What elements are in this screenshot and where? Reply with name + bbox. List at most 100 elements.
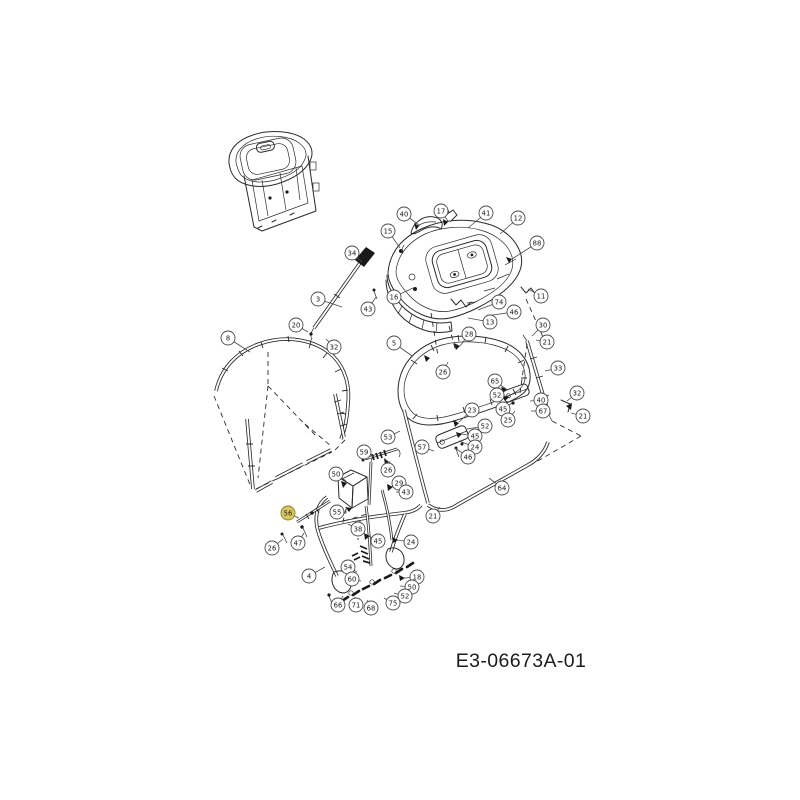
handle-rod-part	[307, 247, 378, 344]
callout-number: 71	[352, 601, 361, 609]
callout-13: 13	[467, 314, 498, 330]
callout-52: 52	[489, 387, 508, 403]
callout-number: 43	[402, 488, 411, 496]
callout-circle	[330, 597, 346, 613]
callout-number: 45	[374, 537, 383, 545]
callout-number: 5	[392, 339, 396, 347]
callout-circle	[535, 317, 551, 333]
callout-88: 88	[511, 235, 545, 260]
callout-number: 26	[268, 544, 277, 552]
callout-65: 65	[487, 373, 507, 390]
callout-number: 52	[493, 391, 502, 399]
callout-number: 21	[543, 338, 552, 346]
callout-number: 34	[348, 249, 357, 257]
callout-20: 20	[288, 317, 309, 333]
callout-number: 75	[389, 599, 398, 607]
callout-number: 66	[334, 601, 343, 609]
callout-circle	[329, 504, 345, 520]
callout-number: 53	[384, 433, 393, 441]
callout-circle	[288, 317, 304, 333]
callout-64: 64	[488, 477, 510, 496]
callout-55: 55	[329, 504, 347, 520]
callout-53: 53	[380, 429, 401, 445]
callout-number: 26	[439, 368, 448, 376]
callout-30: 30	[531, 317, 551, 337]
top-cover-part	[228, 131, 320, 232]
callout-45: 45	[460, 428, 483, 444]
callout-circle	[461, 326, 477, 342]
callout-68: 68	[363, 599, 379, 616]
callout-43: 43	[360, 296, 377, 317]
callout-circle	[433, 203, 449, 219]
callout-15: 15	[380, 223, 401, 249]
callout-59: 59	[356, 444, 375, 460]
callout-circle	[380, 223, 396, 239]
callout-circle	[460, 449, 476, 465]
callout-circle	[533, 288, 549, 304]
support-tube-part	[519, 334, 582, 463]
callout-number: 24	[471, 443, 480, 451]
lower-linkage-assembly	[280, 447, 423, 607]
callout-circle	[344, 245, 360, 261]
callout-number: 16	[390, 293, 399, 301]
callout-circle	[310, 291, 326, 307]
callout-74: 74	[477, 294, 507, 311]
callout-8: 8	[220, 330, 251, 353]
callout-circle	[500, 412, 516, 428]
callout-54: 54	[340, 559, 358, 575]
callout-26: 26	[264, 538, 284, 556]
callout-number: 50	[408, 583, 417, 591]
callout-circle	[326, 339, 342, 355]
callout-number: 64	[498, 484, 507, 492]
callout-number: 65	[491, 377, 500, 385]
callout-circle	[529, 235, 545, 251]
callout-number: 13	[486, 318, 495, 326]
callout-number: 55	[333, 508, 342, 516]
callout-circle	[280, 505, 296, 521]
callout-number: 68	[367, 604, 376, 612]
callout-circle	[398, 484, 414, 500]
callout-number: 12	[514, 214, 523, 222]
callout-circle	[220, 330, 236, 346]
callout-circle	[301, 568, 317, 584]
left-bag-frame-part	[213, 335, 351, 493]
callout-number: 74	[495, 298, 504, 306]
callout-number: 24	[407, 538, 416, 546]
callout-25: 25	[500, 410, 516, 428]
callout-52: 52	[466, 418, 493, 434]
callout-circle	[380, 429, 396, 445]
callout-56-highlighted: 56	[280, 505, 300, 521]
callout-circle	[363, 600, 379, 616]
callout-number: 21	[429, 512, 438, 520]
callout-circle	[403, 534, 419, 550]
callout-21: 21	[425, 506, 441, 524]
callout-number: 46	[464, 453, 473, 461]
callout-circle	[380, 462, 396, 478]
callout-circle	[575, 408, 591, 424]
callout-number: 88	[533, 239, 542, 247]
callout-number: 32	[573, 389, 582, 397]
callout-number: 17	[437, 207, 446, 215]
callout-41: 41	[467, 205, 494, 229]
callout-26: 26	[435, 361, 451, 380]
callout-circle	[414, 439, 430, 455]
callout-26: 26	[380, 460, 396, 478]
right-bag-frame-part	[397, 334, 550, 512]
callout-circle	[489, 387, 505, 403]
callout-circle	[264, 540, 280, 556]
callout-circle	[396, 206, 412, 222]
callout-52: 52	[393, 588, 413, 604]
callout-number: 30	[539, 321, 548, 329]
callout-number: 23	[468, 406, 477, 414]
callout-number: 41	[482, 209, 491, 217]
callout-number: 59	[360, 448, 369, 456]
callout-circle	[494, 480, 510, 496]
callout-45: 45	[495, 401, 513, 417]
callout-circle	[478, 205, 494, 221]
callout-circle	[477, 418, 493, 434]
callout-67: 67	[531, 403, 551, 419]
callout-number: 45	[499, 405, 508, 413]
callout-23: 23	[458, 402, 480, 423]
callout-number: 32	[330, 343, 339, 351]
